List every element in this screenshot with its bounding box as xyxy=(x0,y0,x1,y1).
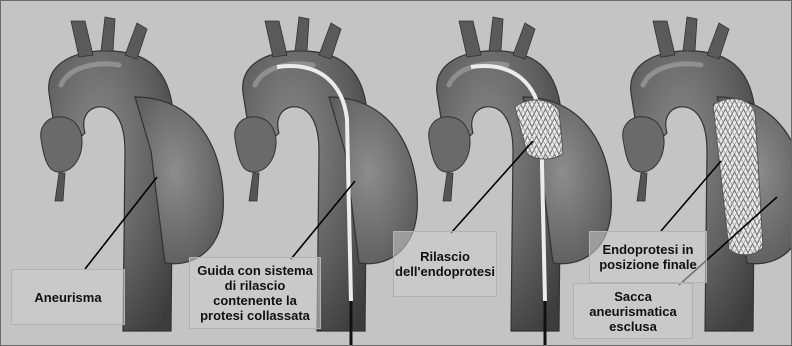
label-graft-release: Rilascio dell'endoprotesi xyxy=(393,231,497,297)
label-delivery-guide: Guida con sistema di rilascio contenente… xyxy=(189,257,321,329)
label-excluded-sac: Sacca aneurismatica esclusa xyxy=(573,283,693,339)
label-aneurysm: Aneurisma xyxy=(11,269,125,325)
label-final-position: Endoprotesi in posizione finale xyxy=(589,231,707,283)
